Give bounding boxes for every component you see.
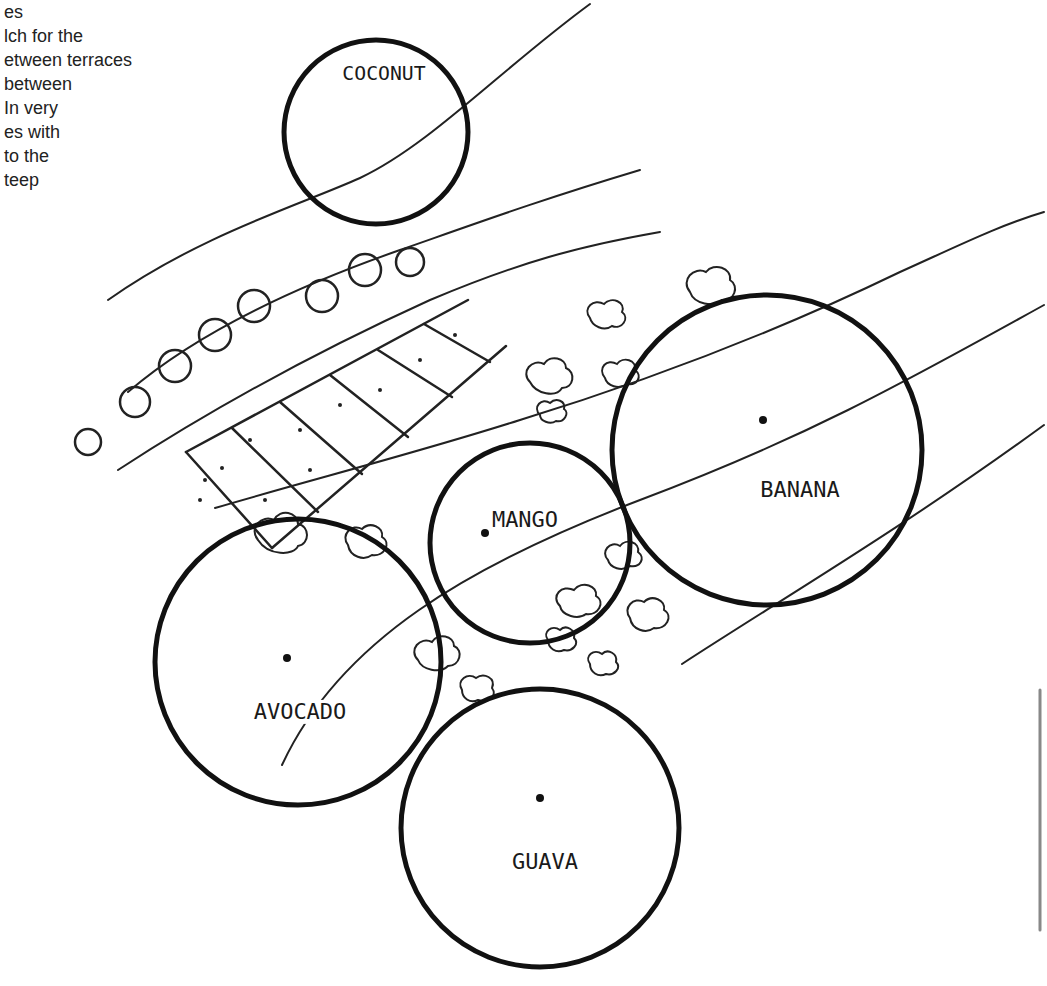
note-text: es with	[4, 122, 60, 144]
tree-label: COCONUT	[340, 63, 427, 85]
tree-label: MANGO	[490, 508, 560, 532]
tree-label: AVOCADO	[252, 700, 349, 724]
note-text: In very	[4, 98, 58, 120]
note-text: between	[4, 74, 72, 96]
canopy-outline	[427, 440, 633, 646]
tree-label: BANANA	[758, 478, 841, 502]
canopy-outline	[398, 686, 682, 970]
tree-canopy: MANGO	[427, 440, 633, 646]
note-text: to the	[4, 146, 49, 168]
tree-canopy: GUAVA	[398, 686, 682, 970]
tree-canopy: AVOCADO	[152, 516, 444, 808]
note-text: teep	[4, 170, 39, 192]
note-text: lch for the	[4, 26, 83, 48]
canopy-outline	[609, 292, 925, 608]
tree-canopy: BANANA	[609, 292, 925, 608]
tree-canopy: COCONUT	[281, 37, 471, 227]
note-text: etween terraces	[4, 50, 132, 72]
canopy-outline	[152, 516, 444, 808]
note-text: es	[4, 2, 23, 24]
tree-label: GUAVA	[510, 850, 580, 874]
